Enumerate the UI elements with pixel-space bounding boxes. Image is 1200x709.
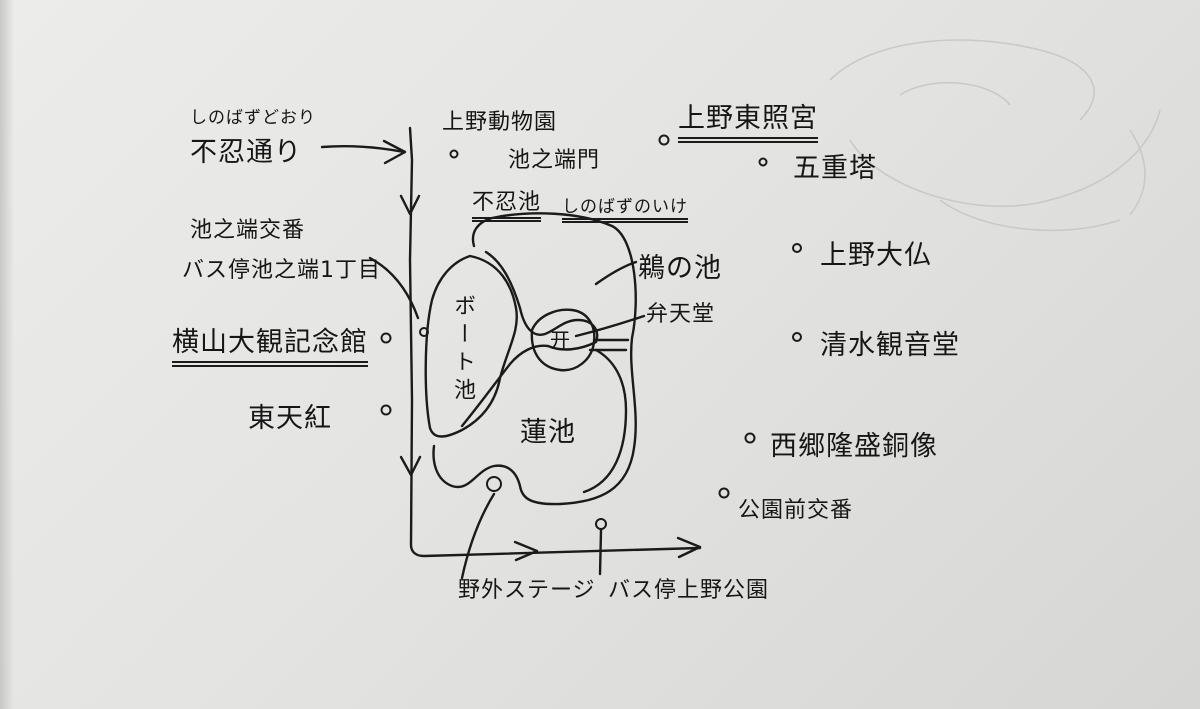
saigo-label: 西郷隆盛銅像 xyxy=(770,431,938,462)
koban-dot xyxy=(718,487,730,499)
street-name-label: 不忍通り xyxy=(190,137,302,168)
saigo-dot xyxy=(744,432,756,444)
pagoda-label: 五重塔 xyxy=(793,153,877,184)
daibutsu-label: 上野大仏 xyxy=(820,240,932,271)
pond-outline xyxy=(432,212,637,506)
ikenohata-koban-dot xyxy=(419,327,429,337)
street-arrow xyxy=(320,145,406,154)
pointer-ukai xyxy=(594,260,638,286)
bleed-through-sketch xyxy=(829,39,1161,232)
shrine-icon: 开 xyxy=(550,328,571,352)
lotus-pond-label: 蓮池 xyxy=(520,417,576,448)
ukai-label: 鵜の池 xyxy=(638,253,722,284)
stage-label: 野外ステージ xyxy=(458,578,596,603)
lotus-pond-bank xyxy=(582,348,628,494)
zoo-dot xyxy=(449,149,459,159)
pointer-bus-park xyxy=(598,528,603,576)
benten-label: 弁天堂 xyxy=(646,302,716,327)
totenko-label: 東天紅 xyxy=(248,403,332,434)
stage-dot xyxy=(486,476,502,492)
boat-pond-label: ボート池 xyxy=(450,294,475,406)
totenko-dot xyxy=(380,404,392,416)
bottom-arrow-1 xyxy=(513,540,539,562)
bus-stop-park-label: バス停上野公園 xyxy=(608,578,770,603)
pointer-benten xyxy=(574,314,646,338)
island-outline xyxy=(530,308,596,372)
pointer-koban-ikenohata xyxy=(368,256,420,320)
daibutsu-dot xyxy=(792,243,802,253)
koban-label: 公園前交番 xyxy=(738,498,854,523)
main-road xyxy=(408,126,702,558)
bottom-arrow-2 xyxy=(676,536,702,559)
pond-divider xyxy=(460,250,599,428)
street-arrow-head xyxy=(382,139,407,165)
toshogu-label: 上野東照宮 xyxy=(678,96,818,143)
pagoda-dot xyxy=(758,157,768,167)
zoo-label: 上野動物園 xyxy=(442,110,558,135)
pointer-stage xyxy=(460,492,496,580)
yokoyama-label: 横山大観記念館 xyxy=(172,320,368,367)
kiyomizu-dot xyxy=(792,332,802,342)
ikenohata-koban-label: 池之端交番 xyxy=(190,218,306,243)
bus-stop-ikenohata-label: バス停池之端1丁目 xyxy=(182,258,381,283)
toshogu-dot xyxy=(658,134,670,146)
yokoyama-dot xyxy=(380,332,392,344)
bus-park-dot xyxy=(595,518,607,530)
kiyomizu-label: 清水観音堂 xyxy=(820,330,960,361)
road-arrow-down-1 xyxy=(399,194,421,216)
street-reading-label: しのばずどおり xyxy=(190,108,316,128)
pond-name-label: 不忍池 xyxy=(472,184,542,222)
pond-reading-label: しのばずのいけ xyxy=(562,192,688,223)
ikenohata-gate-label: 池之端門 xyxy=(508,148,601,173)
road-arrow-down-2 xyxy=(399,455,422,477)
boat-pond-outline xyxy=(424,254,518,438)
